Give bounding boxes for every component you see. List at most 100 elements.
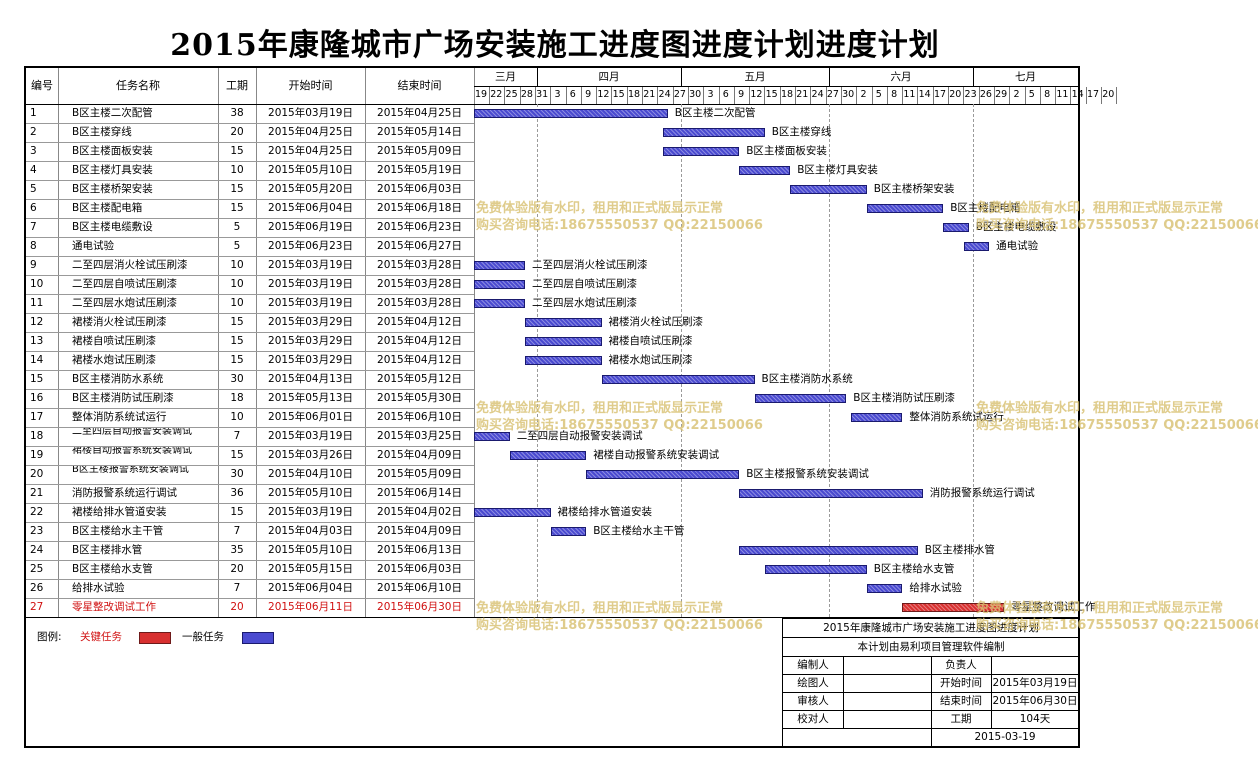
- task-bar[interactable]: [474, 261, 525, 270]
- day-divider: [550, 87, 552, 104]
- task-id: 21: [30, 487, 44, 499]
- day-divider: [825, 87, 827, 104]
- legend-normal-swatch: [242, 632, 274, 644]
- row-divider: [26, 503, 474, 504]
- task-bar-label: 裙楼自喷试压刷漆: [608, 335, 693, 347]
- row-divider: [26, 446, 474, 447]
- day-label: 5: [1028, 89, 1035, 100]
- task-end: 2015年04月02日: [377, 506, 462, 518]
- day-divider: [519, 87, 521, 104]
- info-start-label: 开始时间: [940, 677, 982, 689]
- day-divider: [580, 87, 582, 104]
- task-bar-label: 裙楼水炮试压刷漆: [608, 354, 693, 366]
- row-divider: [26, 237, 474, 238]
- task-bar[interactable]: [474, 280, 525, 289]
- row-divider: [26, 484, 474, 485]
- day-label: 11: [1056, 89, 1069, 100]
- task-bar[interactable]: [739, 546, 918, 555]
- task-start: 2015年05月10日: [268, 544, 353, 556]
- day-divider: [948, 87, 949, 104]
- task-dur: 36: [230, 487, 244, 499]
- month-divider: [829, 68, 830, 86]
- day-divider: [1055, 87, 1057, 104]
- task-name: B区主楼穿线: [72, 126, 132, 138]
- task-bar[interactable]: [525, 337, 602, 346]
- task-id: 9: [30, 259, 37, 271]
- table-divider: [256, 68, 257, 617]
- legend-label: 图例:: [37, 631, 62, 643]
- task-bar[interactable]: [739, 489, 923, 498]
- legend-normal-label: 一般任务: [182, 631, 224, 643]
- task-bar[interactable]: [525, 318, 602, 327]
- day-divider: [672, 87, 674, 104]
- task-bar[interactable]: [963, 242, 990, 251]
- task-name: 整体消防系统试运行: [72, 411, 167, 423]
- table-divider: [58, 68, 59, 617]
- day-divider: [703, 87, 705, 104]
- task-bar[interactable]: [474, 432, 510, 441]
- task-bar[interactable]: [754, 394, 847, 403]
- task-dur: 15: [230, 335, 244, 347]
- task-name: B区主楼给水主干管: [72, 525, 164, 537]
- day-label: 18: [780, 89, 794, 100]
- task-bar[interactable]: [866, 584, 903, 593]
- day-label: 3: [554, 89, 561, 100]
- task-bar[interactable]: [662, 147, 740, 156]
- task-start: 2015年05月10日: [268, 487, 353, 499]
- task-bar-label: 二至四层消火栓试压刷漆: [532, 259, 648, 271]
- task-bar-label: 通电试验: [996, 240, 1039, 252]
- day-label: 6: [569, 89, 576, 100]
- task-start: 2015年06月01日: [268, 411, 353, 423]
- task-bar[interactable]: [509, 451, 587, 460]
- task-id: 26: [30, 582, 44, 594]
- task-bar[interactable]: [866, 204, 944, 213]
- month-divider: [537, 68, 538, 86]
- task-name: B区主楼给水支管: [72, 563, 153, 575]
- day-divider: [856, 87, 858, 104]
- task-dur: 15: [230, 449, 244, 461]
- task-bar[interactable]: [601, 375, 755, 384]
- task-id: 12: [30, 316, 44, 328]
- row-divider: [26, 199, 474, 200]
- day-divider: [611, 87, 613, 104]
- table-bottom-line: [26, 617, 1078, 618]
- task-name: 裙楼自动报警系统安装调试: [72, 446, 192, 456]
- task-bar[interactable]: [525, 356, 602, 365]
- task-dur: 7: [233, 430, 241, 442]
- task-end: 2015年06月10日: [377, 411, 462, 423]
- task-bar[interactable]: [764, 565, 867, 574]
- month-day-divider: [474, 86, 1078, 87]
- task-bar[interactable]: [790, 185, 867, 194]
- task-start: 2015年03月29日: [268, 335, 353, 347]
- row-divider: [26, 180, 474, 181]
- legend-critical-swatch: [139, 632, 171, 644]
- day-label: 2: [1013, 89, 1020, 100]
- task-id: 23: [30, 525, 44, 537]
- task-name: 消防报警系统运行调试: [72, 487, 177, 499]
- task-bar[interactable]: [550, 527, 587, 536]
- day-divider: [932, 87, 934, 104]
- task-bar[interactable]: [851, 413, 903, 422]
- task-bar[interactable]: [474, 109, 668, 118]
- day-label: 5: [875, 89, 882, 100]
- task-bar[interactable]: [943, 223, 969, 232]
- task-dur: 10: [230, 278, 244, 290]
- task-bar[interactable]: [586, 470, 740, 479]
- task-start: 2015年05月10日: [268, 164, 353, 176]
- task-dur: 15: [230, 354, 244, 366]
- task-bar[interactable]: [662, 128, 765, 137]
- day-label: 19: [474, 89, 488, 100]
- task-name: B区主楼报警系统安装调试: [72, 465, 189, 475]
- task-name: 零星整改调试工作: [72, 601, 156, 613]
- task-bar[interactable]: [474, 508, 551, 517]
- day-label: 14: [918, 89, 931, 100]
- month-label: 五月: [744, 71, 766, 83]
- task-name: 给排水试验: [72, 582, 125, 594]
- task-start: 2015年06月19日: [268, 221, 353, 233]
- task-bar[interactable]: [474, 299, 525, 308]
- row-divider: [26, 332, 474, 333]
- header-divider: [26, 104, 1078, 105]
- task-bar[interactable]: [739, 166, 791, 175]
- day-label: 29: [995, 89, 1008, 100]
- task-bar[interactable]: [902, 603, 1005, 612]
